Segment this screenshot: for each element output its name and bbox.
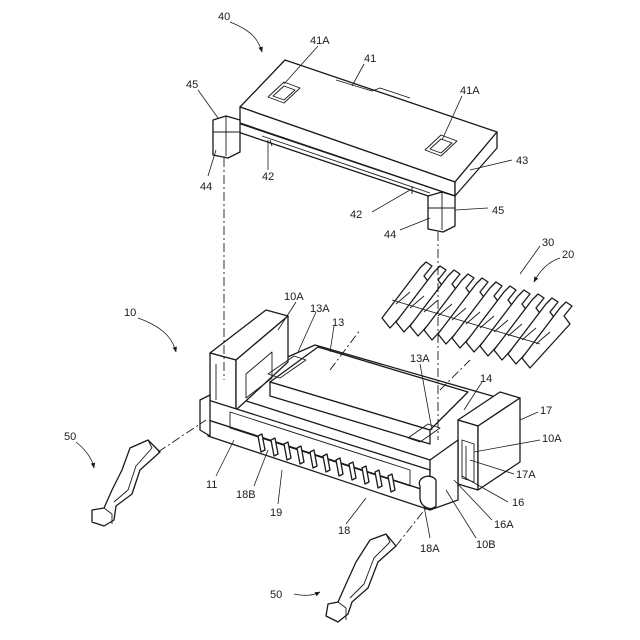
cover-hook-left xyxy=(213,116,240,158)
label-20: 20 xyxy=(562,249,574,261)
label-40: 40 xyxy=(218,11,230,23)
label-11: 11 xyxy=(206,479,217,491)
label-42-left: 42 xyxy=(262,171,274,183)
housing-boss-18a xyxy=(419,476,436,508)
housing-left-post xyxy=(200,395,210,436)
label-10: 10 xyxy=(124,307,136,319)
label-42-right: 42 xyxy=(350,209,362,221)
label-50-bottom: 50 xyxy=(270,589,282,601)
label-50-left: 50 xyxy=(64,431,76,443)
label-10b: 10B xyxy=(476,539,496,551)
label-44-right: 44 xyxy=(384,229,396,241)
label-44-left: 44 xyxy=(200,181,212,193)
label-10a-left: 10A xyxy=(284,291,304,303)
label-30: 30 xyxy=(542,237,554,249)
label-45-right: 45 xyxy=(492,205,504,217)
label-13: 13 xyxy=(332,317,344,329)
label-18: 18 xyxy=(338,525,350,537)
label-18a: 18A xyxy=(420,543,440,555)
label-41a-right: 41A xyxy=(460,85,480,97)
label-16: 16 xyxy=(512,497,524,509)
label-10a-right: 10A xyxy=(542,433,562,445)
label-17a: 17A xyxy=(516,469,536,481)
fitting-part-50-bottom xyxy=(326,534,396,622)
label-13a-left: 13A xyxy=(310,303,330,315)
label-41: 41 xyxy=(364,53,376,65)
label-13a-right: 13A xyxy=(410,353,430,365)
cover-part-40 xyxy=(213,60,497,232)
label-17: 17 xyxy=(540,405,552,417)
label-16a: 16A xyxy=(494,519,514,531)
label-19: 19 xyxy=(270,507,282,519)
label-41a-left: 41A xyxy=(310,35,330,47)
fitting-part-50-left xyxy=(92,440,160,526)
label-18b: 18B xyxy=(236,489,256,501)
label-43: 43 xyxy=(516,155,528,167)
label-45-left: 45 xyxy=(186,79,198,91)
cover-hook-right xyxy=(428,192,455,232)
label-14: 14 xyxy=(480,373,492,385)
